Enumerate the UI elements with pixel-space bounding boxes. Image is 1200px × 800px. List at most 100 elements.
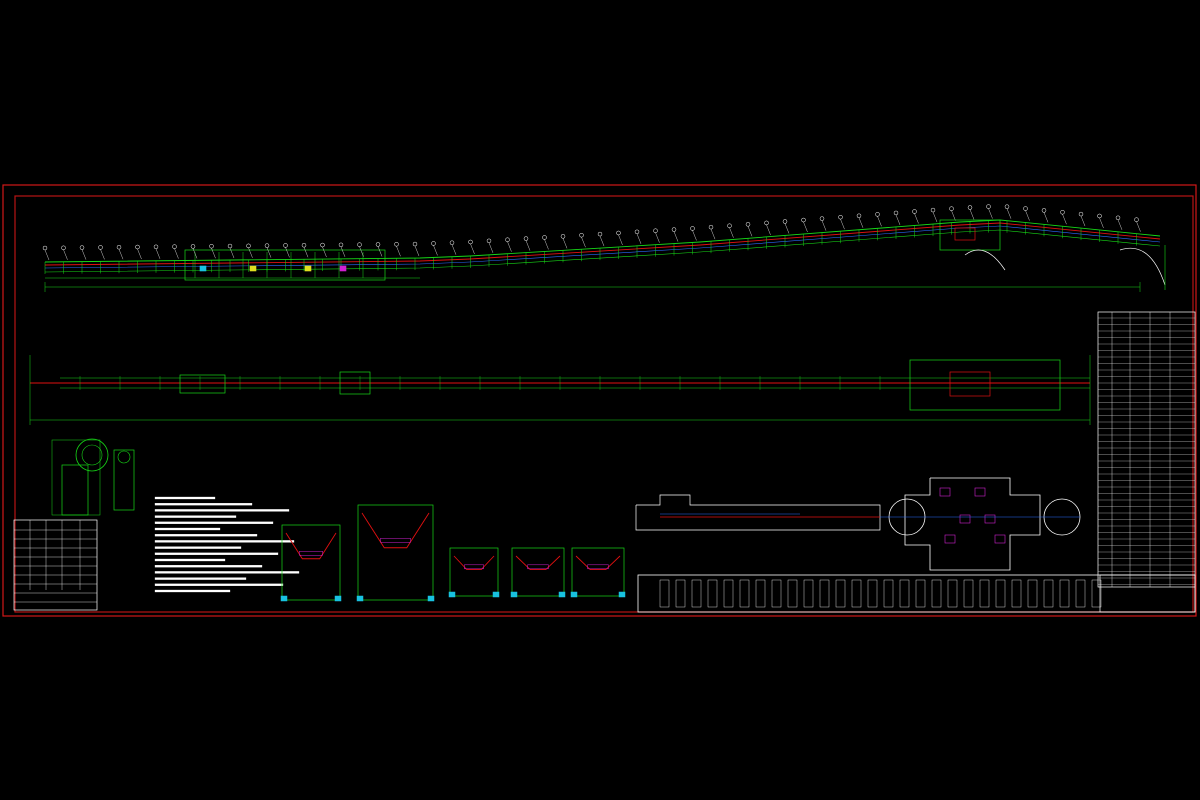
head-structure (939, 219, 1001, 251)
callout-leader (44, 249, 50, 261)
callout-leader (951, 210, 956, 221)
callout-leader (285, 247, 290, 258)
note-line (154, 534, 258, 537)
idler-roller (380, 538, 411, 543)
idler-roller (587, 564, 609, 570)
callout-leader (1006, 208, 1012, 219)
title-cell (803, 579, 814, 608)
title-cell (691, 579, 702, 608)
tail-section-frame (184, 249, 386, 281)
callout-leader (155, 248, 161, 259)
take-up-unit (339, 371, 371, 395)
title-cell (995, 579, 1006, 608)
pulley-hub (81, 444, 103, 466)
callout-leader (710, 229, 716, 240)
callout-leader (1043, 212, 1049, 223)
title-cell (1075, 579, 1086, 608)
note-line (154, 521, 274, 524)
callout-leader (618, 234, 623, 246)
title-cell (707, 579, 718, 608)
callout-leader (118, 249, 124, 260)
callout-leader (340, 246, 346, 257)
pulley-box (51, 439, 101, 516)
idler-sections (280, 504, 626, 602)
idler-foot (334, 595, 342, 602)
conveyor-elevation-view (42, 204, 1166, 292)
title-cell (899, 579, 910, 608)
callout-leader (137, 248, 142, 260)
title-cell (659, 579, 670, 608)
note-line (154, 565, 263, 568)
drive-station-plan (635, 477, 1081, 571)
callout-leader (100, 249, 105, 260)
idler-foot (570, 591, 578, 598)
rev-table-border (13, 519, 98, 611)
revision-table (13, 519, 98, 611)
callout-leader (747, 226, 753, 237)
callout-leader (248, 247, 253, 258)
title-cell (739, 579, 750, 608)
title-cell (1027, 579, 1038, 608)
callout-leader (673, 231, 679, 242)
note-line (154, 558, 226, 562)
idler-frame (449, 547, 499, 597)
foundation-bolt (984, 514, 996, 524)
callout-leader (359, 246, 364, 257)
idler-troughing (453, 555, 495, 571)
discharge-chute (635, 494, 881, 531)
pulley-section-detail (51, 438, 135, 516)
callout-leader (766, 224, 771, 235)
note-line (154, 509, 290, 512)
title-cell (883, 579, 894, 608)
idler-roller (464, 564, 484, 570)
callout-leader (877, 216, 882, 227)
callout-leader (322, 246, 327, 258)
callout-leader (525, 240, 531, 251)
callout-leader (784, 223, 790, 234)
callout-leader (1136, 221, 1141, 232)
callout-leader (803, 221, 808, 233)
note-line (154, 527, 221, 531)
callout-leader (692, 230, 697, 241)
title-cell (819, 579, 830, 608)
callout-leader (1062, 214, 1067, 225)
note-line (154, 496, 216, 500)
drive-motor (949, 371, 991, 397)
note-line (154, 552, 279, 555)
idler-roller (527, 564, 549, 570)
callout-leader (969, 209, 975, 220)
note-line (154, 571, 300, 574)
note-line (154, 546, 242, 549)
support-leg (1119, 247, 1166, 286)
tail-unit (179, 374, 226, 394)
pulley-circle (75, 438, 109, 472)
idler-foot (448, 591, 456, 598)
callout-leader (63, 249, 68, 260)
title-cell (915, 579, 926, 608)
callout-leader (581, 237, 586, 248)
title-cell (771, 579, 782, 608)
title-cell (931, 579, 942, 608)
conveyor-plan-view (29, 355, 1091, 425)
note-line (154, 577, 247, 580)
idler-foot (492, 591, 500, 598)
title-cell (675, 579, 686, 608)
idler-troughing (575, 555, 621, 571)
outer-border (2, 184, 1197, 617)
callout-leader (192, 248, 198, 259)
callout-leader (895, 214, 901, 225)
callout-leader (81, 249, 87, 260)
callout-leader (266, 247, 272, 258)
callout-leader (932, 212, 938, 223)
callout-leader (729, 227, 734, 238)
title-cell (755, 579, 766, 608)
callout-leader (470, 243, 475, 255)
inner-border (14, 195, 1194, 613)
callout-leader (562, 238, 568, 249)
idler-foot (558, 591, 566, 598)
note-line (154, 540, 295, 543)
note-line (154, 503, 253, 506)
head-pulley-box (954, 227, 976, 241)
